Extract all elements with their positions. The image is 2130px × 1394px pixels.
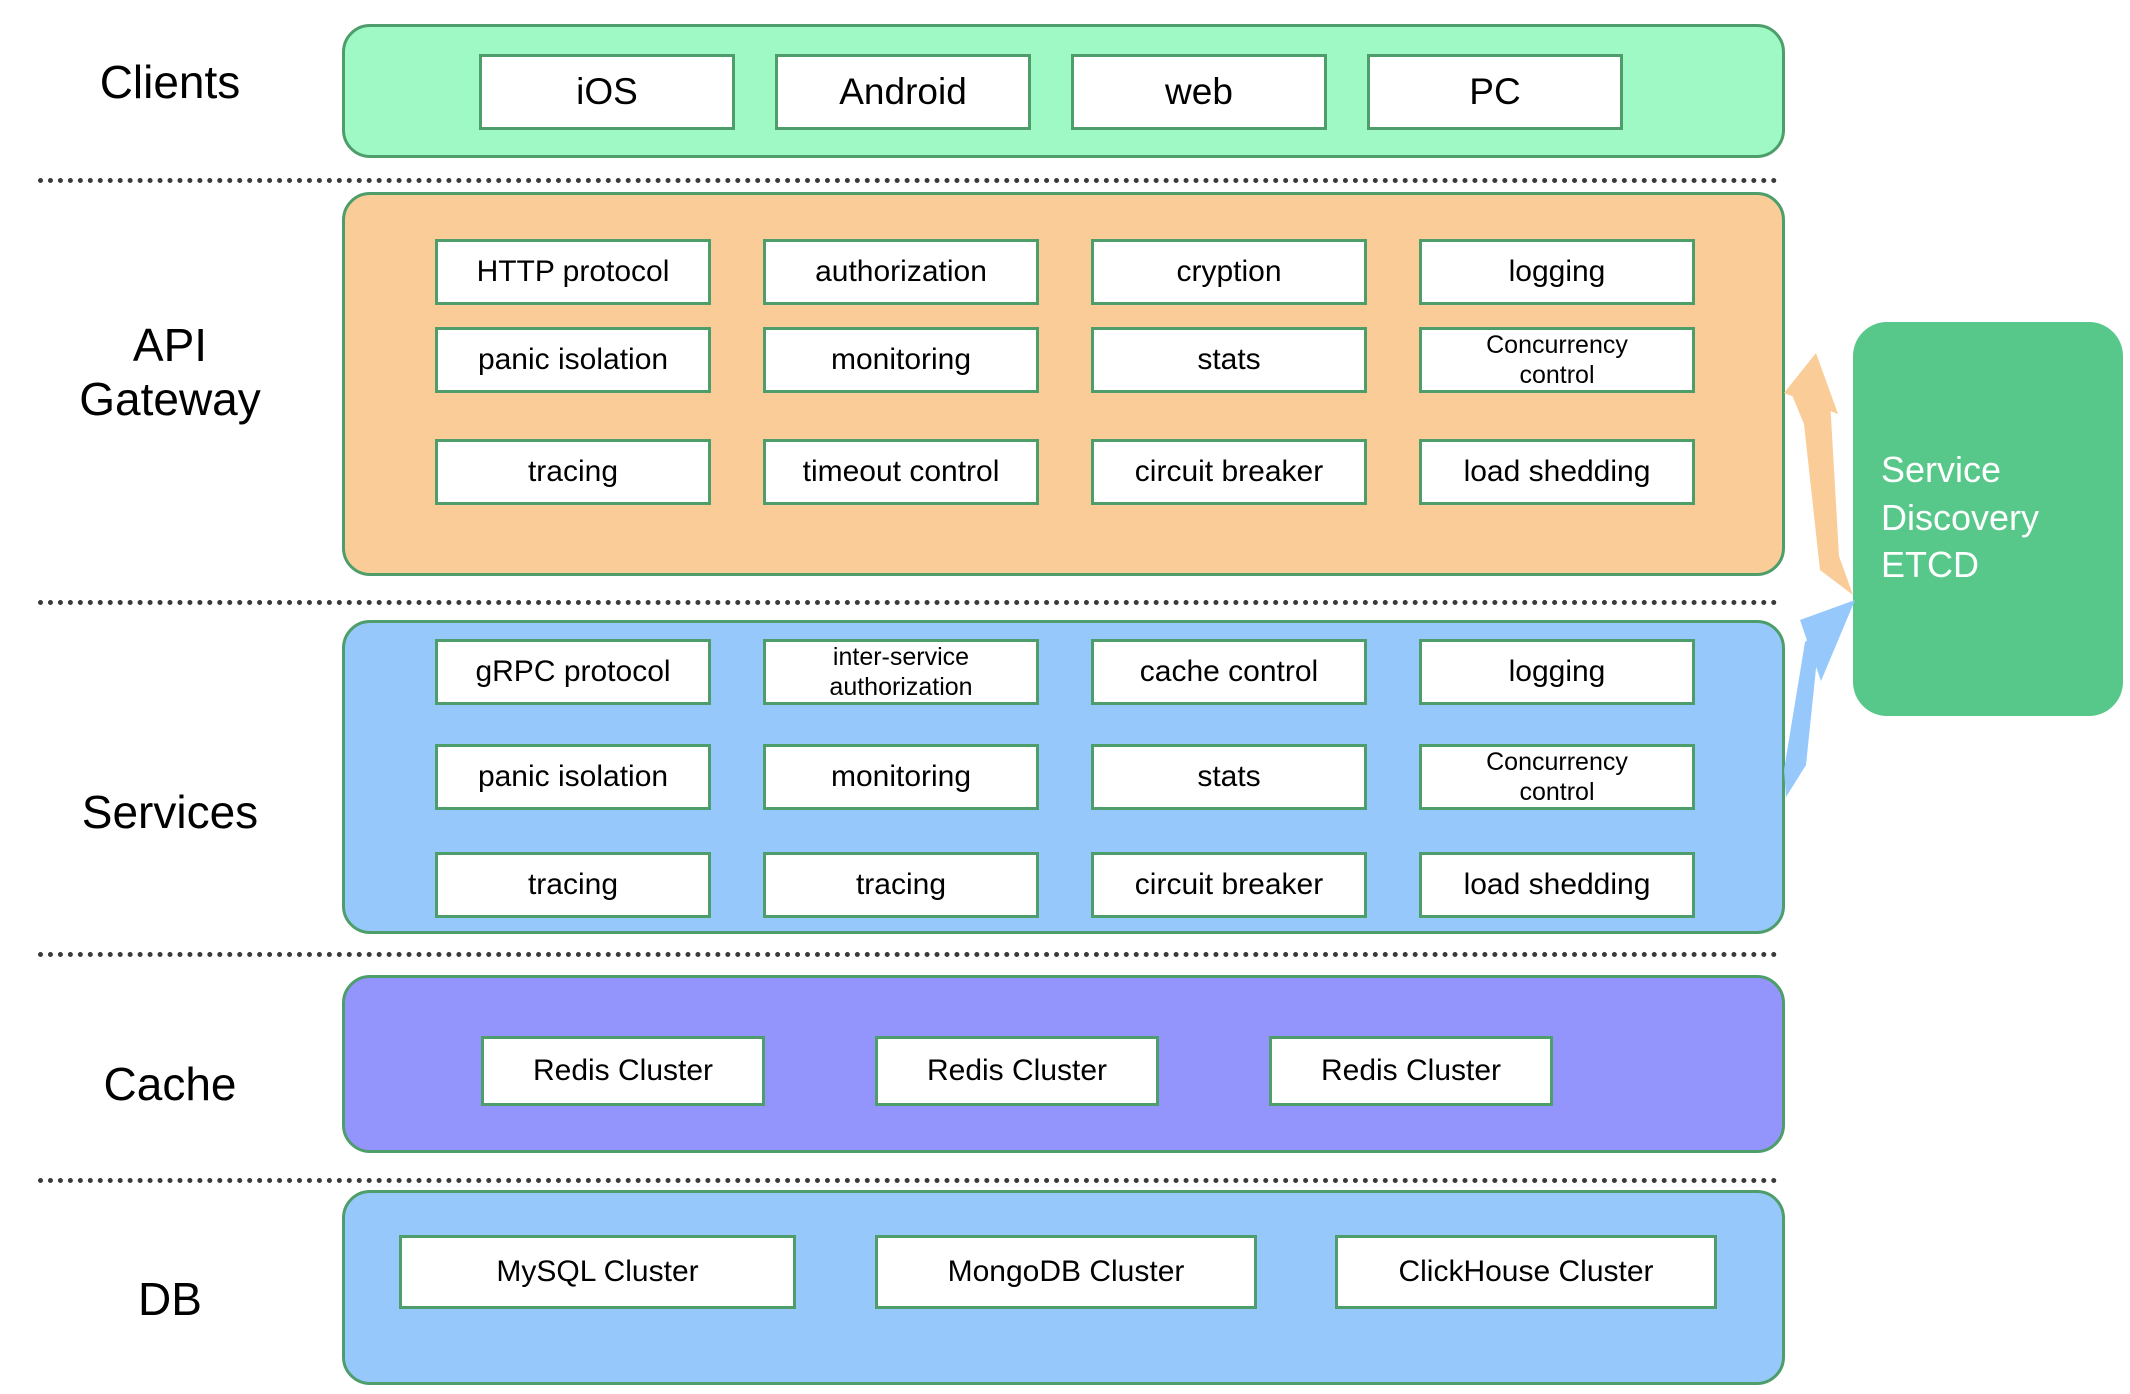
db-mongodb-cluster[interactable]: MongoDB Cluster	[875, 1235, 1257, 1309]
cache-redis-cluster-1[interactable]: Redis Cluster	[481, 1036, 765, 1106]
tier-label-clients: Clients	[99, 56, 241, 108]
client-ios[interactable]: iOS	[479, 54, 735, 130]
gateway-circuit-breaker[interactable]: circuit breaker	[1091, 439, 1367, 505]
tier-container-db: MySQL Cluster MongoDB Cluster ClickHouse…	[342, 1190, 1785, 1385]
gateway-tracing[interactable]: tracing	[435, 439, 711, 505]
tier-label-services: Services	[81, 786, 259, 838]
services-tracing-2[interactable]: tracing	[763, 852, 1039, 918]
services-tracing-1[interactable]: tracing	[435, 852, 711, 918]
tier-container-api-gateway: HTTP protocol authorization cryption log…	[342, 192, 1785, 576]
separator-clients-gateway	[38, 178, 1778, 183]
gateway-concurrency-control[interactable]: Concurrency control	[1419, 327, 1695, 393]
gateway-monitoring[interactable]: monitoring	[763, 327, 1039, 393]
gateway-logging[interactable]: logging	[1419, 239, 1695, 305]
service-discovery-etcd-label: Service Discovery ETCD	[1881, 449, 2040, 586]
services-concurrency-control[interactable]: Concurrency control	[1419, 744, 1695, 810]
services-grpc-protocol[interactable]: gRPC protocol	[435, 639, 711, 705]
service-discovery-etcd-box[interactable]: Service Discovery ETCD	[1853, 322, 2123, 716]
gateway-load-shedding[interactable]: load shedding	[1419, 439, 1695, 505]
tier-label-cache: Cache	[103, 1058, 237, 1110]
tier-container-cache: Redis Cluster Redis Cluster Redis Cluste…	[342, 975, 1785, 1153]
cache-redis-cluster-3[interactable]: Redis Cluster	[1269, 1036, 1553, 1106]
tier-container-services: gRPC protocol inter-service authorizatio…	[342, 620, 1785, 934]
gateway-http-protocol[interactable]: HTTP protocol	[435, 239, 711, 305]
client-android[interactable]: Android	[775, 54, 1031, 130]
services-logging[interactable]: logging	[1419, 639, 1695, 705]
gateway-authorization[interactable]: authorization	[763, 239, 1039, 305]
services-stats[interactable]: stats	[1091, 744, 1367, 810]
gateway-stats[interactable]: stats	[1091, 327, 1367, 393]
separator-cache-db	[38, 1178, 1778, 1183]
arrow-services-to-etcd	[1784, 600, 1855, 797]
services-cache-control[interactable]: cache control	[1091, 639, 1367, 705]
tier-container-clients: iOS Android web PC	[342, 24, 1785, 158]
services-load-shedding[interactable]: load shedding	[1419, 852, 1695, 918]
services-inter-service-authorization[interactable]: inter-service authorization	[763, 639, 1039, 705]
tier-label-db: DB	[138, 1273, 202, 1325]
separator-gateway-services	[38, 600, 1778, 605]
cache-redis-cluster-2[interactable]: Redis Cluster	[875, 1036, 1159, 1106]
arrow-etcd-to-gateway	[1784, 353, 1853, 595]
gateway-panic-isolation[interactable]: panic isolation	[435, 327, 711, 393]
db-mysql-cluster[interactable]: MySQL Cluster	[399, 1235, 796, 1309]
client-pc[interactable]: PC	[1367, 54, 1623, 130]
services-circuit-breaker[interactable]: circuit breaker	[1091, 852, 1367, 918]
gateway-timeout-control[interactable]: timeout control	[763, 439, 1039, 505]
separator-services-cache	[38, 952, 1778, 957]
client-web[interactable]: web	[1071, 54, 1327, 130]
services-panic-isolation[interactable]: panic isolation	[435, 744, 711, 810]
db-clickhouse-cluster[interactable]: ClickHouse Cluster	[1335, 1235, 1717, 1309]
services-monitoring[interactable]: monitoring	[763, 744, 1039, 810]
tier-label-api-gateway: API Gateway	[79, 319, 261, 426]
gateway-cryption[interactable]: cryption	[1091, 239, 1367, 305]
